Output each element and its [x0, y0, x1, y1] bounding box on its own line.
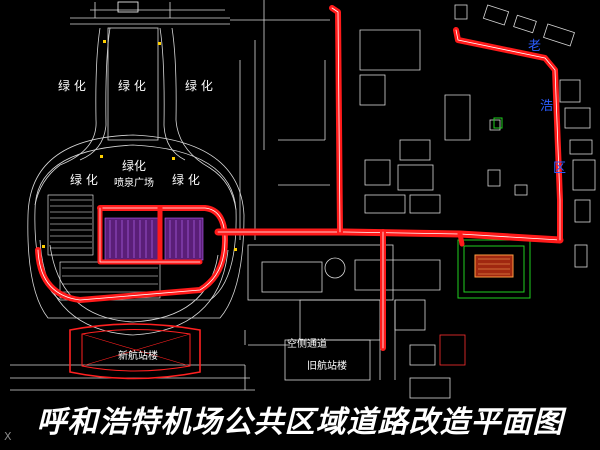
label-district-char-1: 老: [528, 39, 541, 54]
district-labels: 老 浩 区: [528, 39, 566, 176]
label-green-top-right: 绿 化: [185, 78, 213, 93]
new-terminal-block: [69, 323, 201, 380]
label-old-airside-road: 空侧通道: [287, 337, 327, 350]
label-green-top-left: 绿 化: [58, 78, 86, 93]
label-new-terminal: 新航站楼: [118, 349, 158, 362]
north-mark: [117, 1, 139, 13]
parking-stripes: [109, 220, 201, 258]
label-district-char-2: 浩: [540, 99, 553, 114]
label-green-mid-center: 绿化: [122, 158, 146, 173]
renovated-roads: [35, 5, 564, 351]
marker-dots: [42, 40, 237, 251]
label-fountain-plaza: 喷泉广场: [114, 176, 154, 189]
label-green-mid-right: 绿 化: [172, 172, 200, 187]
east-building: [474, 254, 514, 278]
map-labels: 绿 化 绿 化 绿 化 绿 化 绿化 喷泉广场 绿 化 新航站楼 空侧通道 旧航…: [58, 78, 347, 372]
label-old-terminal: 旧航站楼: [307, 359, 347, 372]
label-green-top-center: 绿 化: [118, 78, 146, 93]
corner-mark: X: [4, 430, 12, 443]
label-district-char-3: 区: [553, 161, 566, 176]
label-green-mid-left: 绿 化: [70, 172, 98, 187]
drawing-title: 呼和浩特机场公共区域道路改造平面图: [36, 405, 564, 440]
bulb-parking-hatch: [50, 199, 158, 293]
